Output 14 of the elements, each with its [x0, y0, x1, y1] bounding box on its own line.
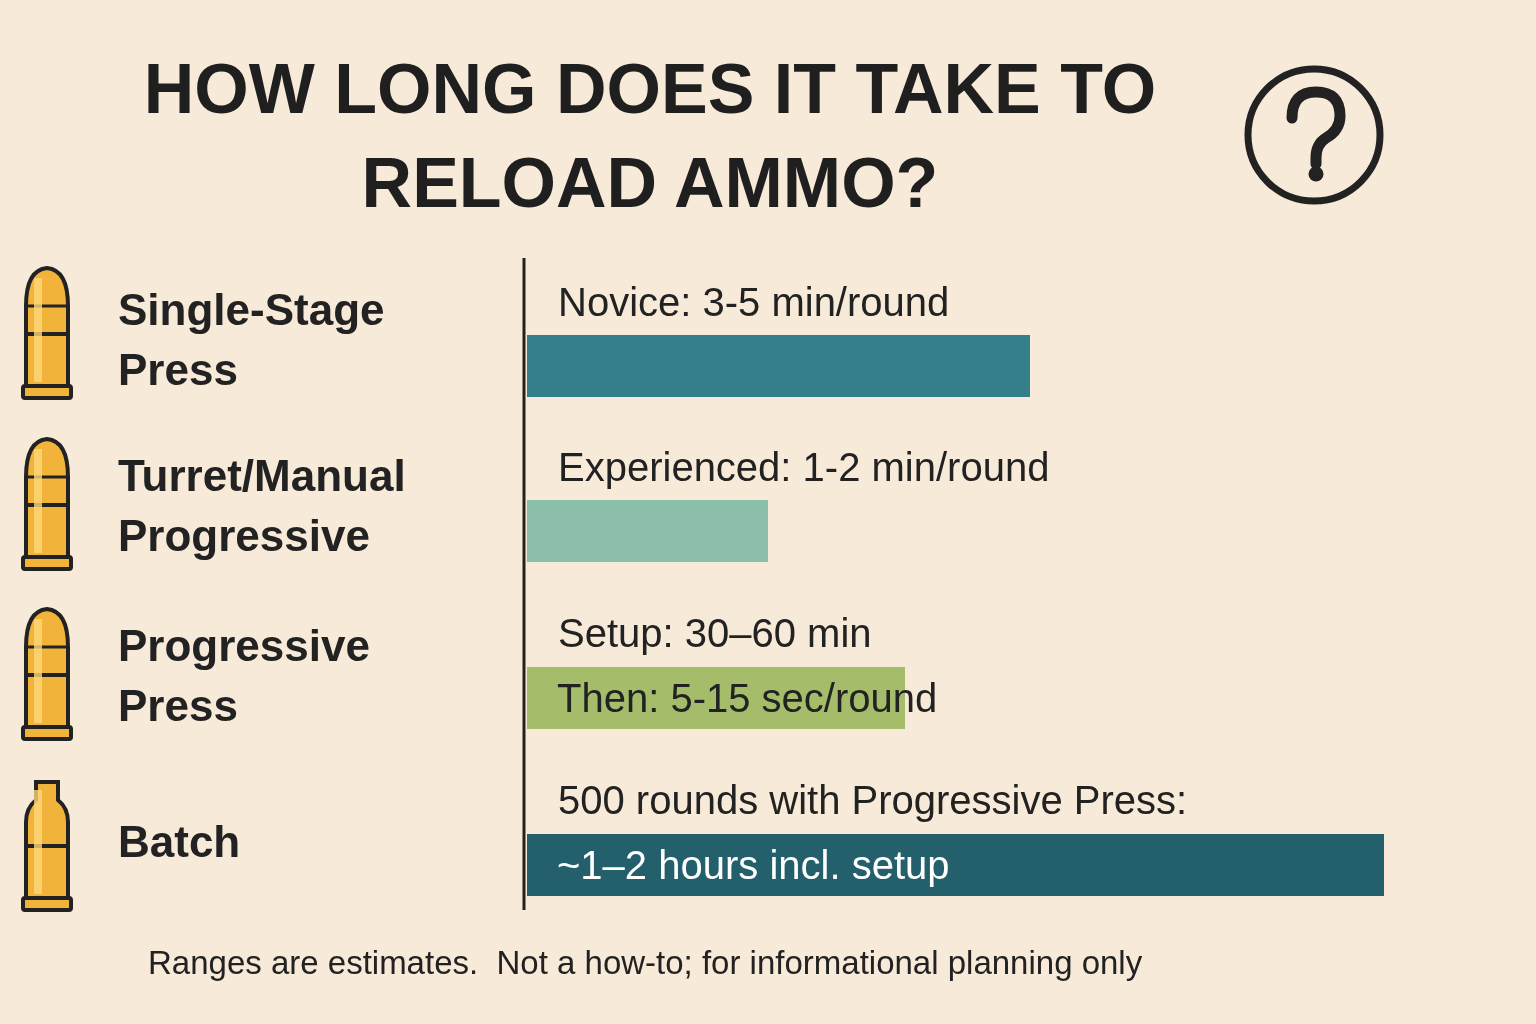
time-bar [527, 335, 1030, 397]
footnote: Ranges are estimates. Not a how-to; for informational planning only [148, 944, 1143, 982]
time-estimate: Setup: 30–60 min [558, 610, 872, 657]
press-type-label: Single-Stage Press [118, 284, 386, 396]
press-type-label: Batch [118, 816, 242, 868]
press-type-label: Progressive Press [118, 620, 371, 732]
bar-text: ~1–2 hours incl. setup [557, 843, 950, 887]
time-bar [527, 834, 1384, 896]
press-type-label: Turret/Manual Progressive [118, 450, 407, 562]
time-estimate: 500 rounds with Progressive Press: [558, 777, 1188, 824]
time-estimate: Experienced: 1-2 min/round [558, 444, 1050, 491]
title: HOW LONG DOES IT TAKE TO RELOAD AMMO? [142, 49, 1158, 224]
time-estimate: Novice: 3-5 min/round [558, 279, 950, 326]
time-bar [527, 500, 768, 562]
